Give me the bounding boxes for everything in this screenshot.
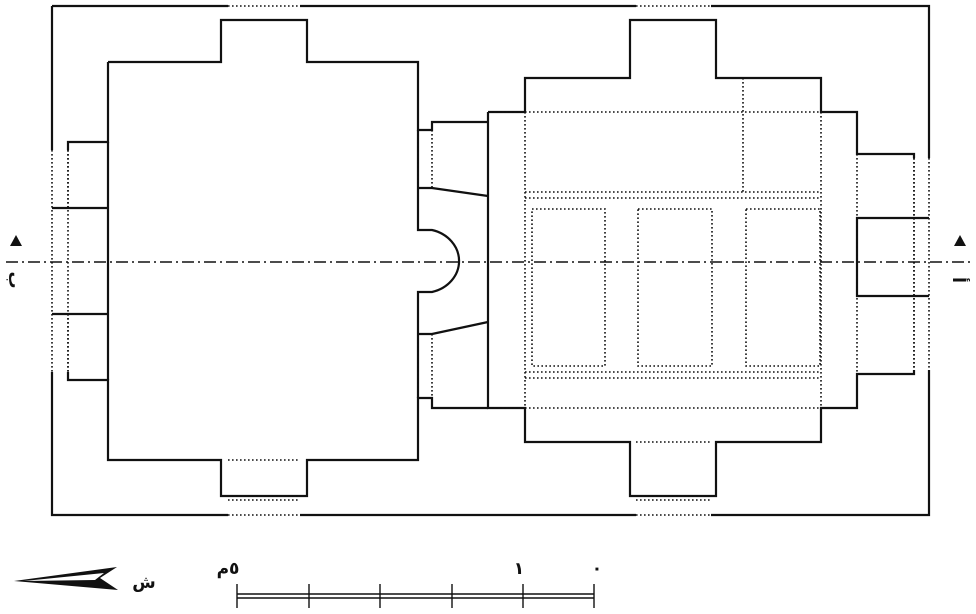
scale-label-one: ١ (514, 559, 524, 579)
outer-enclosure-wall (50, 4, 931, 517)
section-marker-right: أ (948, 277, 970, 283)
scale-label-zero: ٠ (592, 559, 602, 579)
east-hall-bay-right (745, 208, 821, 367)
section-marker-left: ب (4, 271, 24, 288)
east-hall-interior-grid (488, 78, 915, 497)
section-arrow-left (10, 235, 22, 246)
west-hall-wall (66, 18, 488, 498)
section-arrow-right (954, 235, 966, 246)
scale-label-five: ٥م (217, 559, 240, 579)
north-label: ش (132, 573, 155, 593)
east-hall-bay-left (531, 208, 606, 367)
west-hall-side-piers (52, 130, 489, 398)
outer-openings (51, 5, 930, 516)
east-hall-bay-middle (637, 208, 713, 367)
east-hall-entrance-piers (855, 216, 929, 298)
west-hall-openings (67, 130, 433, 497)
east-hall-wall (486, 18, 916, 498)
scale-bar: ٥م ١ ٠ (217, 559, 602, 608)
west-hall-niche (416, 210, 461, 310)
north-arrow-inner (24, 573, 104, 581)
